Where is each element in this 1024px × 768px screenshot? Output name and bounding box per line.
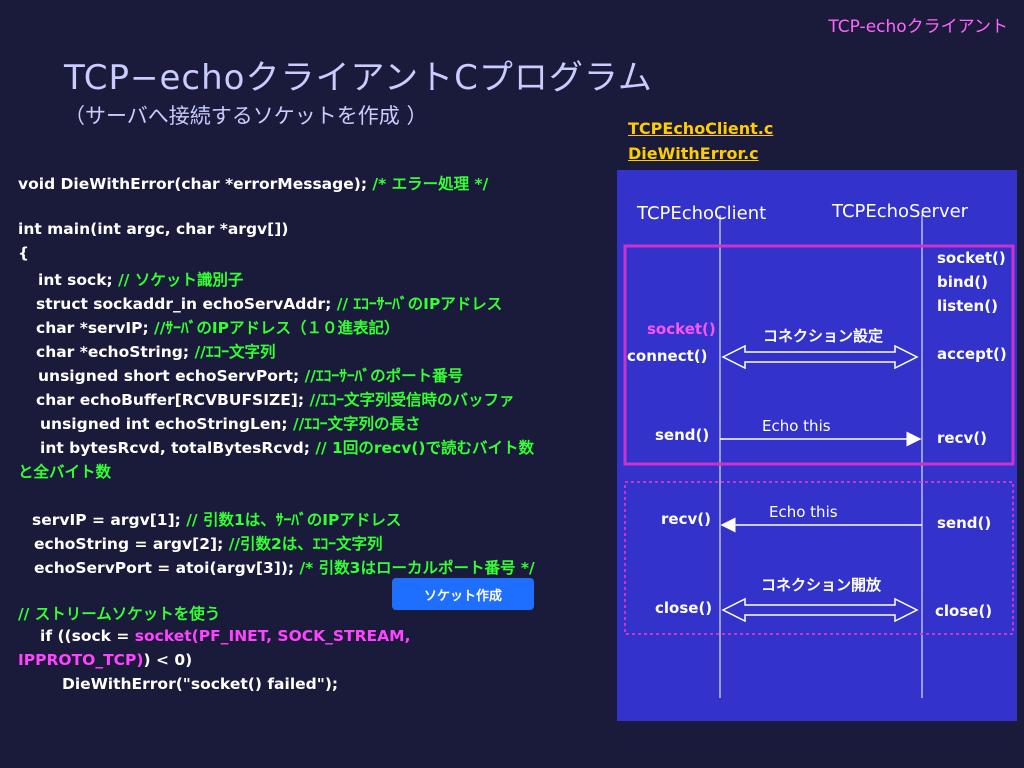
code-line: if ((sock = socket(PF_INET, SOCK_STREAM, [40, 627, 411, 645]
connection-close-arrow [721, 597, 919, 623]
slide-header-tag: TCP-echoクライアント [828, 17, 1008, 37]
file-link-tcpechoclient[interactable]: TCPEchoClient.c [628, 119, 774, 138]
echo-phase-box [624, 481, 1014, 635]
code-line: char *echoString; //ｴｺｰ文字列 [36, 343, 276, 361]
code-line: int bytesRcvd, totalBytesRcvd; // 1回のrec… [40, 439, 534, 457]
server-bind-label: bind() [937, 273, 989, 291]
code-line: と全バイト数 [18, 463, 112, 481]
connection-setup-arrow [721, 344, 919, 370]
connection-close-label: コネクション開放 [761, 576, 882, 594]
server-close-label: close() [935, 602, 993, 620]
connection-setup-label: コネクション設定 [763, 327, 884, 345]
code-line: char *servIP; //ｻｰﾊﾞのIPアドレス（１０進表記） [36, 319, 400, 337]
code-line: echoString = argv[2]; //引数2は、ｴｺｰ文字列 [34, 535, 383, 553]
client-connect-label: connect() [627, 347, 708, 365]
code-line: unsigned short echoServPort; //ｴｺｰｻｰﾊﾞのポ… [38, 367, 464, 385]
server-accept-label: accept() [937, 345, 1007, 363]
code-line: char echoBuffer[RCVBUFSIZE]; //ｴｺｰ文字列受信時… [36, 391, 515, 409]
callout-label: ソケット作成 [423, 588, 502, 604]
server-recv-label: recv() [937, 429, 987, 447]
server-send-label: send() [937, 514, 992, 532]
server-listen-label: listen() [937, 297, 998, 315]
code-line: echoServPort = atoi(argv[3]); /* 引数3はローカ… [34, 559, 535, 577]
slide-title: TCP−echoクライアントCプログラム [64, 58, 653, 98]
echo-reply-label: Echo this [769, 503, 838, 521]
client-close-label: close() [655, 599, 713, 617]
code-line: { [18, 244, 30, 262]
client-send-label: send() [655, 426, 710, 444]
callout-create-socket: ソケット作成 [392, 578, 534, 610]
code-line: int sock; // ソケット識別子 [38, 271, 244, 289]
server-header: TCPEchoServer [832, 201, 969, 222]
code-line: DieWithError("socket() failed"); [62, 675, 339, 693]
file-link-diewitherror[interactable]: DieWithError.c [628, 144, 759, 163]
client-recv-label: recv() [661, 510, 711, 528]
sequence-diagram: TCPEchoClient TCPEchoServer socket() bin… [617, 170, 1017, 721]
client-socket-label: socket() [647, 320, 716, 338]
connection-phase-box [623, 244, 1015, 466]
slide-subtitle: （サーバへ接続するソケットを作成 ） [64, 104, 428, 128]
code-line: int main(int argc, char *argv[]) [18, 220, 289, 238]
code-line: void DieWithError(char *errorMessage); /… [18, 175, 489, 193]
code-line: unsigned int echoStringLen; //ｴｺｰ文字列の長さ [40, 415, 421, 433]
client-header: TCPEchoClient [637, 203, 767, 224]
sequence-diagram-lines [623, 215, 1015, 698]
server-socket-label: socket() [937, 249, 1006, 267]
code-line: servIP = argv[1]; // 引数1は、ｻｰﾊﾞのIPアドレス [32, 511, 402, 529]
code-line: // ストリームソケットを使う [18, 605, 221, 623]
echo-request-label: Echo this [762, 417, 831, 435]
code-line: struct sockaddr_in echoServAddr; // ｴｺｰｻ… [36, 295, 503, 313]
code-line: IPPROTO_TCP)) < 0) [18, 651, 193, 669]
